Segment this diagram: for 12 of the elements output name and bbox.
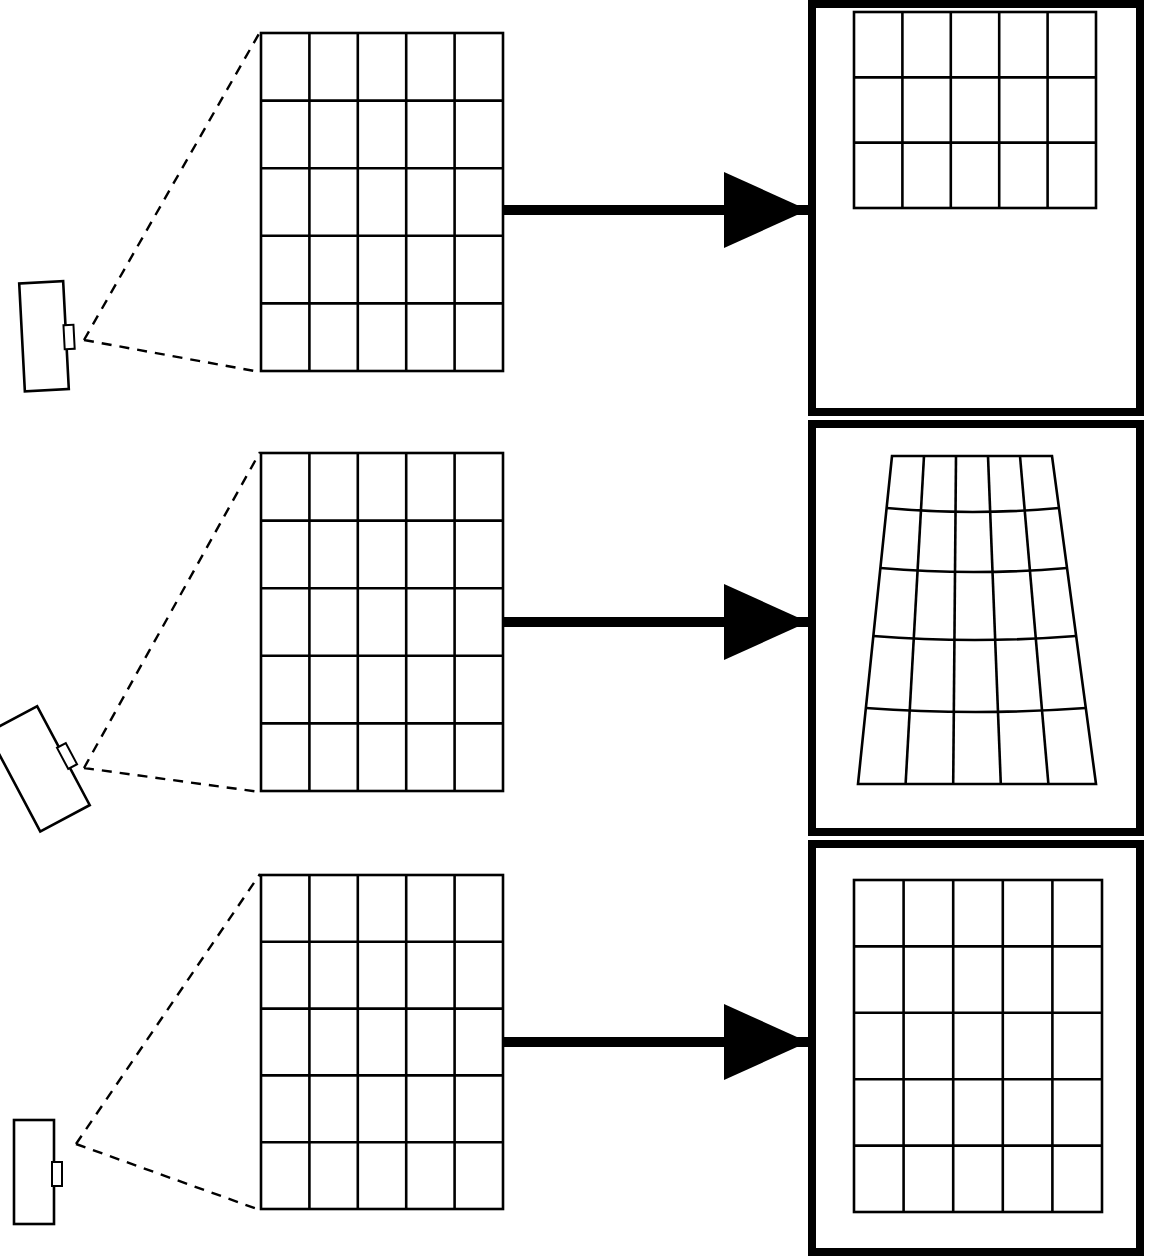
sight-line xyxy=(82,450,262,794)
grid-target xyxy=(260,874,504,1210)
arrow xyxy=(504,584,808,660)
sight-line xyxy=(82,30,262,374)
image-panel xyxy=(808,420,1144,836)
arrow xyxy=(504,1004,808,1080)
image-panel xyxy=(808,840,1144,1256)
arrow xyxy=(504,172,808,248)
sight-line xyxy=(74,872,262,1212)
grid-target xyxy=(260,32,504,372)
image-panel xyxy=(808,0,1144,416)
grid-target xyxy=(260,452,504,792)
